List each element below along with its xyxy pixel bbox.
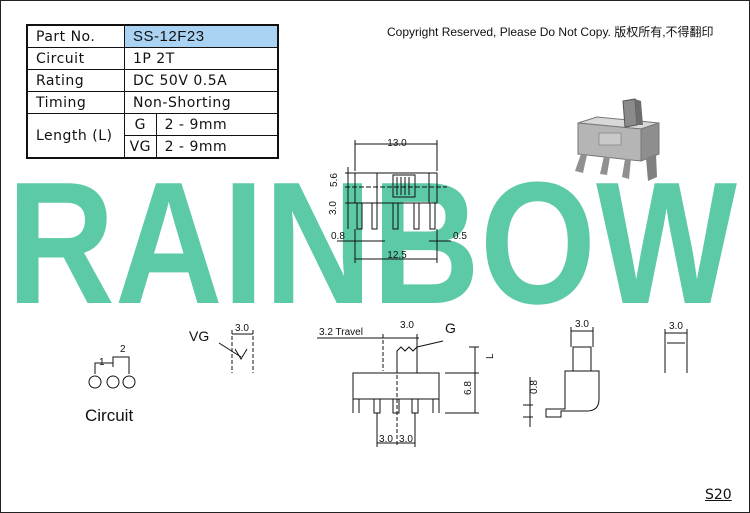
part-no-label: Part No.: [26, 24, 125, 48]
copyright-notice: Copyright Reserved, Please Do Not Copy. …: [387, 25, 714, 39]
front-pitch-right-dim: 3.0: [399, 434, 413, 445]
length-label: Length (L): [26, 113, 125, 159]
circuit-pin-2: 2: [120, 344, 126, 355]
top-edge-dim: 0.5: [453, 231, 467, 242]
front-actuator-dim: 3.0: [400, 320, 414, 331]
switch-3d-image: [575, 98, 660, 181]
circuit-value: 1P 2T: [124, 47, 279, 70]
end-view-drawing: [664, 329, 688, 373]
top-pitch-dim: 12.5: [387, 250, 407, 261]
front-travel-label: 3.2 Travel: [319, 327, 363, 338]
circuit-caption: Circuit: [85, 406, 133, 425]
spec-row-circuit: Circuit 1P 2T: [26, 47, 279, 70]
rating-label: Rating: [26, 69, 125, 92]
front-g-label: G: [445, 320, 456, 336]
timing-label: Timing: [26, 91, 125, 114]
length-value-vg: 2 - 9mm: [155, 135, 279, 159]
side-view-drawing: [523, 327, 600, 427]
spec-row-length-g: Length (L) G 2 - 9mm: [26, 113, 279, 159]
top-width-dim: 13.0: [387, 138, 407, 149]
vg-width-dim: 3.0: [235, 323, 249, 334]
side-actuator-dim: 3.0: [575, 319, 589, 330]
top-pin-width-dim: 0.8: [331, 231, 345, 242]
length-code-vg: VG: [124, 135, 157, 159]
circuit-symbol: [88, 356, 136, 389]
end-actuator-dim: 3.0: [669, 321, 683, 332]
length-value-g: 2 - 9mm: [155, 113, 279, 136]
vg-label: VG: [189, 328, 209, 344]
vg-detail-drawing: [218, 330, 254, 373]
top-view-drawing: [337, 140, 451, 263]
spec-row-length-vg: VG 2 - 9mm: [27, 135, 279, 159]
front-body-height-dim: 6.8: [463, 381, 474, 395]
rainbow-watermark: RAINBOW: [7, 145, 738, 340]
top-pin-height-dim: 3.0: [328, 201, 339, 215]
top-height-dim: 5.6: [329, 173, 340, 187]
front-length-label: L: [485, 353, 496, 359]
timing-value: Non-Shorting: [124, 91, 279, 114]
page-code: S20: [705, 487, 732, 503]
front-pitch-left-dim: 3.0: [379, 434, 393, 445]
side-pin-dim: 0.8: [529, 380, 540, 394]
spec-table: Part No. SS-12F23 Circuit 1P 2T Rating D…: [26, 24, 279, 159]
spec-row-timing: Timing Non-Shorting: [26, 91, 279, 114]
circuit-pin-1: 1: [99, 357, 105, 368]
front-view-drawing: [317, 334, 479, 447]
